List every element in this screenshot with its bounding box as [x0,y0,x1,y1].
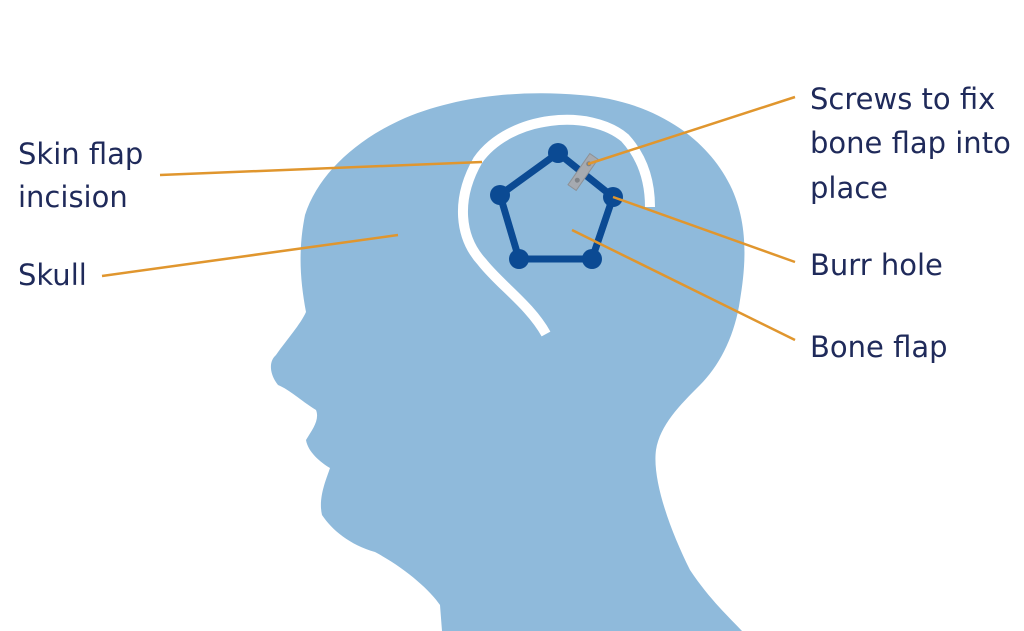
label-screws: Screws to fix bone flap into place [810,82,1020,205]
label-skin-flap-incision-line-2: incision [18,180,128,214]
label-screws-line-2: bone flap into [810,126,1011,160]
burr-hole-bottom-right [582,249,602,269]
bone-flap-outline [496,149,617,263]
leader-line-skull [101,233,399,278]
burr-hole-left [490,185,510,205]
label-bone-flap: Bone flap [810,330,948,364]
label-screws-line-1: Screws to fix [810,82,995,116]
leader-line-bone-flap [571,228,796,342]
label-burr-hole: Burr hole [810,248,943,282]
head-silhouette [270,93,745,631]
label-skull: Skull [18,258,87,292]
label-skull-line-1: Skull [18,258,87,292]
skin-flap-incision-curve [457,114,655,337]
label-burr-hole-line-1: Burr hole [810,248,943,282]
label-skin-flap-incision: Skin flap incision [18,137,153,214]
label-bone-flap-line-1: Bone flap [810,330,948,364]
label-skin-flap-incision-line-1: Skin flap [18,137,143,171]
label-screws-line-3: place [810,171,888,205]
burr-hole-bottom-left [509,249,529,269]
leader-line-screws [587,95,796,166]
leader-line-burr-hole [612,195,796,264]
burr-hole-top [548,143,568,163]
leader-line-skin-flap [159,160,483,177]
